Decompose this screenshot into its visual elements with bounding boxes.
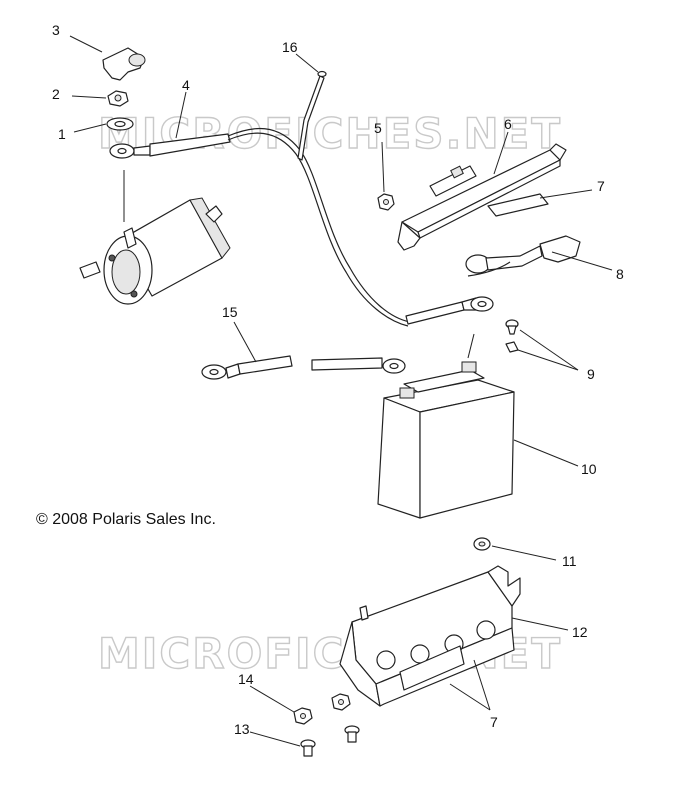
nut-part [107,90,129,107]
callout-4: 4 [182,77,190,93]
callout-2: 2 [52,86,60,102]
bolt-part [473,537,491,551]
callout-16: 16 [282,39,298,55]
stud-part [297,70,327,161]
callout-5: 5 [374,120,382,136]
washer-part [106,117,134,131]
battery-tray-part [339,565,521,707]
terminal-boot-part [102,47,146,81]
starter-cable-part [109,127,494,327]
flange-bolt-part [300,725,360,757]
callout-10: 10 [581,461,597,477]
callout-15: 15 [222,304,238,320]
callout-7-tray: 7 [490,714,498,730]
callout-6: 6 [504,116,512,132]
battery-cable-part [465,235,581,277]
leader-lines [69,35,613,747]
callout-11: 11 [562,553,577,569]
callout-3: 3 [52,22,60,38]
callout-9: 9 [587,366,595,382]
callout-13: 13 [234,721,250,737]
starter-motor-part [79,170,231,305]
battery-bracket-part [397,143,567,251]
ground-cable-part [201,355,406,380]
callout-8: 8 [616,266,624,282]
copyright-text: © 2008 Polaris Sales Inc. [36,511,216,528]
terminal-screws-part [505,319,519,353]
battery-part [377,333,515,519]
callout-12: 12 [572,624,588,640]
pad-part [487,193,549,217]
hex-nut-part [377,193,395,211]
callout-14: 14 [238,671,254,687]
callout-1: 1 [58,126,66,142]
callout-7-pad: 7 [597,178,605,194]
flange-nut-part [293,693,351,725]
